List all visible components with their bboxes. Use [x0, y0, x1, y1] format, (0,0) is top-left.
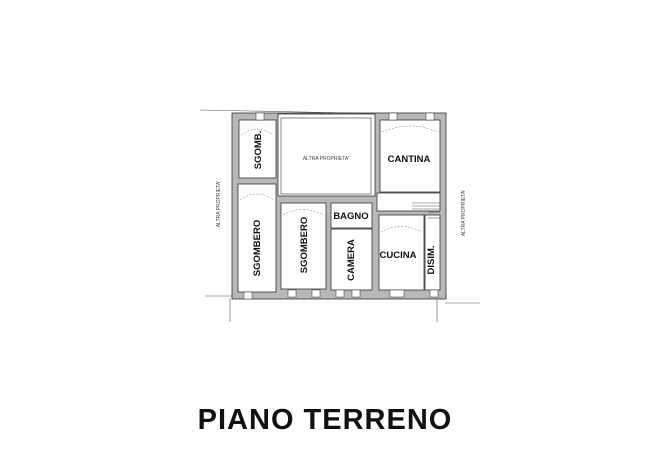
room-sgombero-mid	[280, 202, 327, 290]
label-cantina: CANTINA	[388, 154, 431, 165]
stairs-icon	[412, 202, 440, 219]
room-bagno	[330, 202, 373, 229]
room-sgombero-left	[237, 183, 277, 293]
vault-arc	[381, 125, 439, 133]
room-cantina	[379, 119, 441, 193]
vault-arc	[282, 209, 325, 216]
vault-arc	[380, 226, 423, 233]
label-camera: CAMERA	[346, 239, 357, 281]
vault-arc	[240, 129, 275, 136]
plan-title: PIANO TERRENO	[197, 404, 453, 436]
label-altra-proprieta-left: ALTRA PROPRIETA'	[216, 181, 222, 227]
vault-arc	[239, 193, 275, 201]
label-cucina: CUCINA	[380, 250, 417, 261]
label-sgombero-left: SGOMBERO	[252, 220, 263, 276]
room-camera	[330, 228, 373, 291]
altra-proprieta-inner	[280, 117, 372, 195]
label-sgombero-mid: SGOMBERO	[299, 217, 310, 273]
room-altra-proprieta	[277, 113, 376, 197]
label-sgomb: SGOMB.	[253, 131, 264, 170]
window-icons	[243, 112, 439, 300]
room-sgomb	[238, 119, 277, 179]
label-altra-proprieta-right: ALTRA PROPRIETA'	[461, 190, 467, 236]
label-disim: DISIM.	[426, 245, 437, 274]
label-bagno: BAGNO	[333, 211, 368, 222]
label-altra-proprieta-center: ALTRA PROPRIETA'	[303, 156, 349, 162]
stair-hall	[376, 192, 441, 212]
